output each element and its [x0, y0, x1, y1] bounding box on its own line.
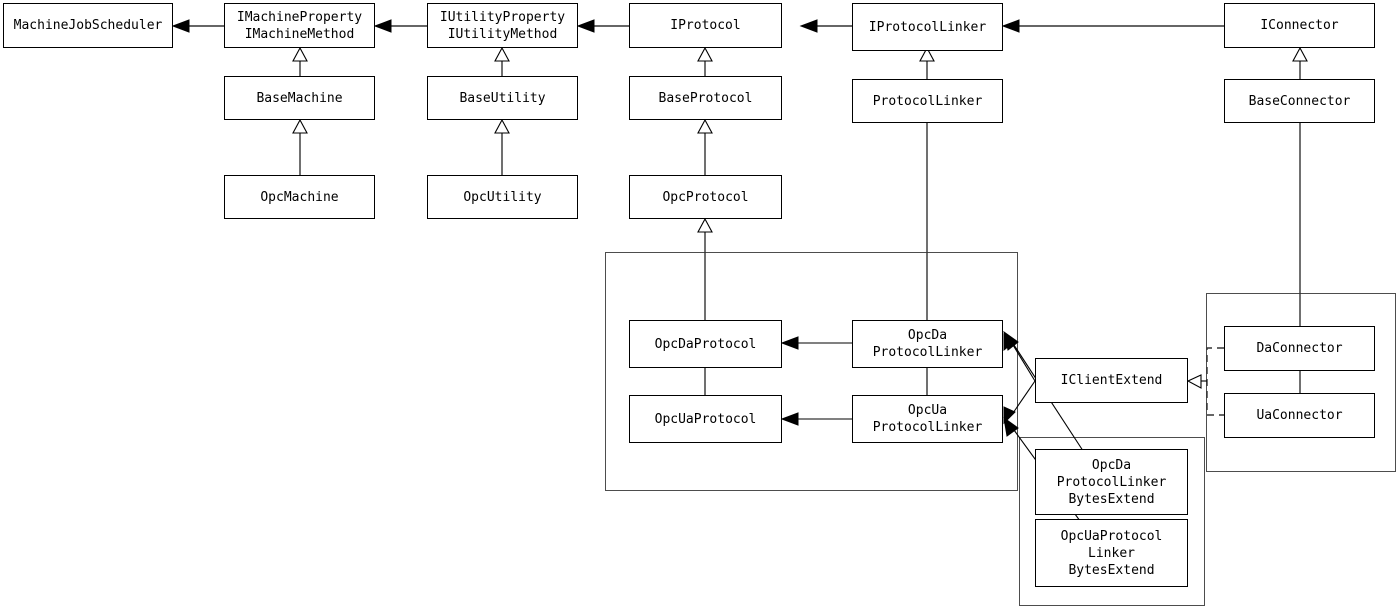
class-box-opc-machine[interactable]: OpcMachine	[224, 175, 375, 219]
class-box-opc-ua-protocol-linker-bytes-extend[interactable]: OpcUaProtocol Linker BytesExtend	[1035, 519, 1188, 587]
class-box-base-protocol[interactable]: BaseProtocol	[629, 76, 782, 120]
class-box-iutility-property[interactable]: IUtilityProperty IUtilityMethod	[427, 3, 578, 48]
class-box-opc-ua-protocol[interactable]: OpcUaProtocol	[629, 395, 782, 443]
class-box-ua-connector[interactable]: UaConnector	[1224, 393, 1375, 438]
class-box-iclient-extend[interactable]: IClientExtend	[1035, 358, 1188, 403]
class-box-iprotocol-linker[interactable]: IProtocolLinker	[852, 3, 1003, 51]
group-protocol-linker	[605, 252, 1018, 491]
class-box-opc-ua-protocol-linker[interactable]: OpcUa ProtocolLinker	[852, 395, 1003, 443]
group-connector	[1206, 293, 1396, 472]
class-box-iprotocol[interactable]: IProtocol	[629, 3, 782, 48]
class-box-base-connector[interactable]: BaseConnector	[1224, 79, 1375, 123]
class-box-iconnector[interactable]: IConnector	[1224, 3, 1375, 48]
class-box-opc-utility[interactable]: OpcUtility	[427, 175, 578, 219]
class-box-opc-da-protocol-linker[interactable]: OpcDa ProtocolLinker	[852, 320, 1003, 368]
class-box-opc-da-protocol-linker-bytes-extend[interactable]: OpcDa ProtocolLinker BytesExtend	[1035, 449, 1188, 515]
class-box-imachine-property[interactable]: IMachineProperty IMachineMethod	[224, 3, 375, 48]
class-box-machine-job-scheduler[interactable]: MachineJobScheduler	[3, 3, 173, 48]
class-box-opc-da-protocol[interactable]: OpcDaProtocol	[629, 320, 782, 368]
class-box-base-utility[interactable]: BaseUtility	[427, 76, 578, 120]
class-box-base-machine[interactable]: BaseMachine	[224, 76, 375, 120]
class-box-opc-protocol[interactable]: OpcProtocol	[629, 175, 782, 219]
class-box-protocol-linker[interactable]: ProtocolLinker	[852, 79, 1003, 123]
class-box-da-connector[interactable]: DaConnector	[1224, 326, 1375, 371]
